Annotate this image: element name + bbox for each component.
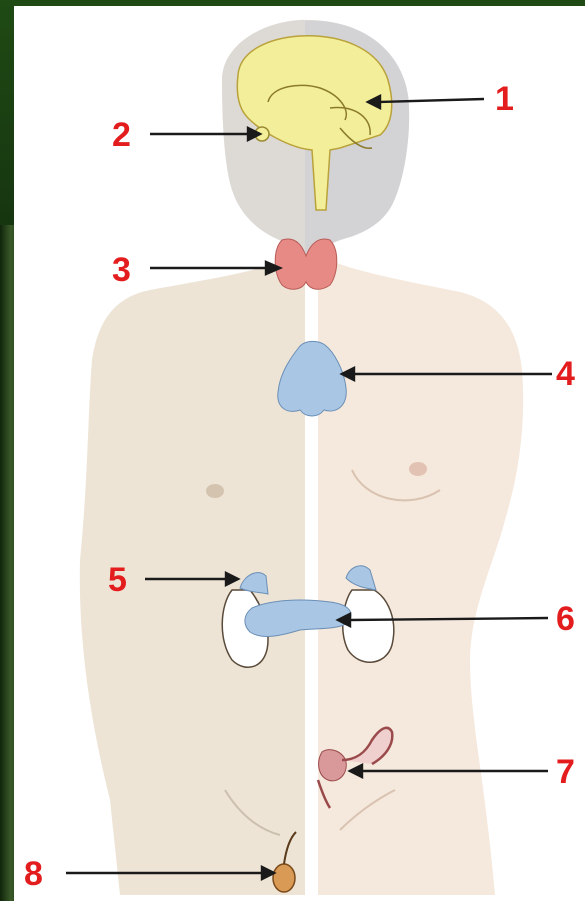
- label-8: 8: [24, 857, 43, 891]
- nipple-female: [409, 462, 427, 476]
- label-1: 1: [495, 82, 514, 116]
- label-2: 2: [112, 118, 131, 152]
- nipple-male: [206, 484, 224, 498]
- label-7: 7: [556, 755, 575, 789]
- label-6: 6: [556, 602, 575, 636]
- label-4: 4: [556, 357, 575, 391]
- torso-male: [80, 255, 305, 560]
- ovary: [319, 750, 347, 781]
- label-5: 5: [108, 563, 127, 597]
- testis: [273, 864, 295, 892]
- label-3: 3: [112, 253, 131, 287]
